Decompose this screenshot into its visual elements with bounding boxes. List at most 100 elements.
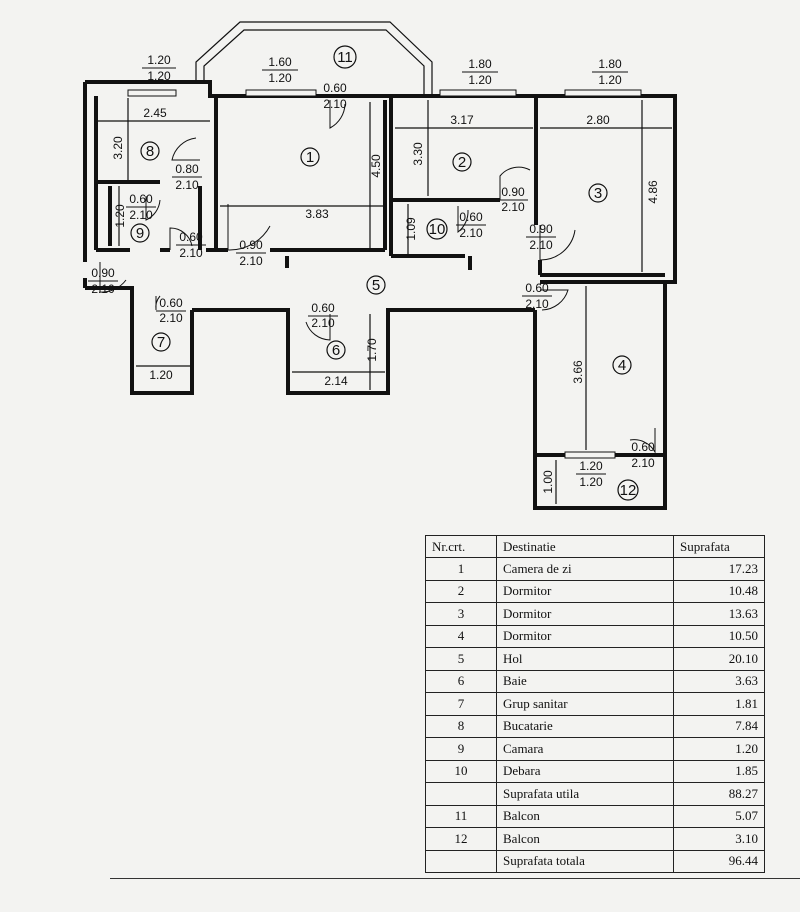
window-width: 1.20: [147, 53, 171, 67]
row-area: 13.63: [673, 602, 765, 626]
window-height: 1.20: [268, 71, 292, 85]
dim-label: 2.45: [143, 106, 167, 120]
dim-label: 4.86: [646, 180, 660, 204]
door-height: 2.10: [239, 254, 263, 268]
dimension-labels: 2.45 3.20 1.20 4.50 3.83 3.17 3.30 1.09 …: [111, 106, 660, 494]
room-4-circle: [612, 355, 632, 375]
page-bottom-rule: [110, 878, 800, 879]
door-width: 0.90: [529, 222, 553, 236]
door-width: 0.60: [179, 230, 203, 244]
util-label: Suprafata utila: [496, 782, 674, 806]
row-nr: 10: [425, 759, 497, 783]
room-number-5: 5: [372, 277, 380, 294]
door-height: 2.10: [91, 282, 115, 296]
dim-label: 3.30: [411, 142, 425, 166]
dim-label: 3.66: [571, 360, 585, 384]
window-marks: [127, 89, 642, 459]
room-number-6: 6: [332, 342, 340, 359]
door-height: 2.10: [529, 238, 553, 252]
row-name: Debara: [496, 759, 674, 783]
door-width: 0.90: [501, 185, 525, 199]
window-labels: 1.20 1.20 1.60 1.20 1.80 1.20 1.80 1.20 …: [147, 53, 622, 489]
header-destinatie: Destinatie: [496, 535, 674, 558]
room-number-7: 7: [157, 334, 165, 351]
row-area: 7.84: [673, 714, 765, 738]
row-name: Camera de zi: [496, 557, 674, 581]
row-nr: 7: [425, 692, 497, 716]
door-width: 0.60: [129, 192, 153, 206]
table-header-row: Nr.crt. Destinatie Suprafata: [425, 535, 765, 558]
room-number-8: 8: [146, 143, 154, 160]
dim-label: 3.83: [305, 207, 329, 221]
row-name: Dormitor: [496, 579, 674, 603]
door-height: 2.10: [501, 200, 525, 214]
row-area: 3.63: [673, 669, 765, 693]
row-nr: 9: [425, 737, 497, 761]
door-height: 2.10: [525, 297, 549, 311]
room-number-3: 3: [594, 185, 602, 202]
room-numbers: 11 1 2 3 4 5 6 7 8 9 10 12: [136, 49, 637, 499]
window-height: 1.20: [468, 73, 492, 87]
door-height: 2.10: [459, 226, 483, 240]
row-area: 3.10: [673, 827, 765, 851]
door-height: 2.10: [323, 97, 347, 111]
room-10-circle: [426, 218, 448, 240]
dim-label: 3.17: [450, 113, 474, 127]
dim-label: 2.80: [586, 113, 610, 127]
door-width: 0.60: [311, 301, 335, 315]
window-width: 1.80: [598, 57, 622, 71]
row-nr: 1: [425, 557, 497, 581]
door-swings: [99, 100, 656, 454]
row-nr: 6: [425, 669, 497, 693]
dim-label: 4.50: [369, 154, 383, 178]
row-nr: 5: [425, 647, 497, 671]
room-6-circle: [326, 340, 346, 360]
row-area: 17.23: [673, 557, 765, 581]
window-width: 1.60: [268, 55, 292, 69]
row-nr: 8: [425, 714, 497, 738]
room-number-12: 12: [620, 482, 637, 499]
header-suprafata: Suprafata: [673, 535, 765, 558]
window-height: 1.20: [147, 69, 171, 83]
fraction-bars: [88, 67, 658, 475]
row-area: 1.85: [673, 759, 765, 783]
window-4: [564, 451, 616, 459]
door-width: 0.60: [159, 296, 183, 310]
row-name: Bucatarie: [496, 714, 674, 738]
dim-label: 1.09: [404, 217, 418, 241]
door-width: 0.60: [459, 210, 483, 224]
door-height: 2.10: [631, 456, 655, 470]
row-name: Dormitor: [496, 602, 674, 626]
dimension-lines: [98, 98, 672, 504]
room-number-1: 1: [306, 149, 314, 166]
room-number-2: 2: [458, 154, 466, 171]
door-width: 0.60: [631, 440, 655, 454]
row-nr: 11: [425, 804, 497, 828]
row-name: Dormitor: [496, 624, 674, 648]
window-width: 1.20: [579, 459, 603, 473]
row-area: 20.10: [673, 647, 765, 671]
room-1-circle: [300, 147, 320, 167]
room-12-circle: [617, 479, 639, 501]
dim-label: 1.20: [113, 204, 127, 228]
window-width: 1.80: [468, 57, 492, 71]
row-nr: 3: [425, 602, 497, 626]
room-8-circle: [140, 141, 160, 161]
row-area: 10.48: [673, 579, 765, 603]
dim-label: 2.14: [324, 374, 348, 388]
door-height: 2.10: [159, 311, 183, 325]
room-circles: [130, 45, 639, 501]
door-width: 0.60: [525, 281, 549, 295]
